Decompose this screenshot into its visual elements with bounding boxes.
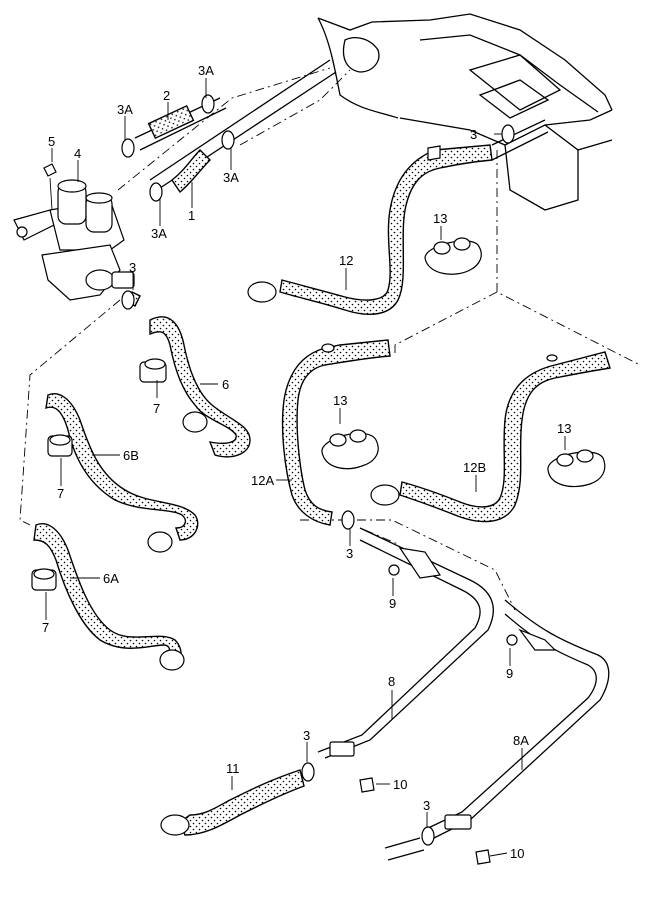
heater-valve-assembly — [13, 163, 135, 301]
hose-6a — [31, 523, 185, 671]
hose-12b — [370, 351, 611, 523]
callout-5: 5 — [48, 134, 55, 149]
callout-3-bottom: 3 — [423, 798, 430, 813]
callout-12a: 12A — [251, 473, 274, 488]
callout-3a-2: 3A — [117, 102, 133, 117]
callout-3-valve: 3 — [129, 260, 136, 275]
callout-labels: 1 2 3A 3A 3A 3A 3 3 3 3 3 4 5 6 6B 6A 7 … — [42, 63, 571, 861]
callout-7-2: 7 — [57, 486, 64, 501]
engine-block-outline — [317, 13, 613, 211]
callout-7-3: 7 — [42, 620, 49, 635]
hose-12a — [281, 339, 391, 530]
callout-3-mid: 3 — [346, 546, 353, 561]
hose-6 — [123, 291, 251, 458]
callout-6b: 6B — [123, 448, 139, 463]
callout-10-1: 10 — [393, 777, 407, 792]
clamps-3a — [121, 94, 235, 202]
pipe-8a — [384, 599, 610, 861]
callout-2: 2 — [163, 88, 170, 103]
callout-1: 1 — [188, 208, 195, 223]
pipe-8 — [317, 527, 494, 759]
hose-6b — [45, 393, 199, 553]
callout-8: 8 — [388, 674, 395, 689]
callout-10-2: 10 — [510, 846, 524, 861]
callout-6a: 6A — [103, 571, 119, 586]
callout-12: 12 — [339, 253, 353, 268]
hose-12 — [247, 119, 549, 316]
fasteners — [121, 290, 518, 865]
callout-3-top: 3 — [470, 127, 477, 142]
callout-3a-4: 3A — [151, 226, 167, 241]
hose-11 — [160, 762, 315, 836]
callout-13-3: 13 — [557, 421, 571, 436]
callout-13-2: 13 — [333, 393, 347, 408]
callout-8a: 8A — [513, 733, 529, 748]
callout-12b: 12B — [463, 460, 486, 475]
grommets-13 — [321, 237, 606, 488]
callout-6: 6 — [222, 377, 229, 392]
callout-3a-3: 3A — [223, 170, 239, 185]
callout-11: 11 — [226, 761, 240, 776]
callout-4: 4 — [74, 146, 81, 161]
callout-3-low: 3 — [303, 728, 310, 743]
callout-13-1: 13 — [433, 211, 447, 226]
hose-1 — [149, 59, 337, 194]
callout-3a-1: 3A — [198, 63, 214, 78]
callout-9-2: 9 — [506, 666, 513, 681]
callout-7-1: 7 — [153, 401, 160, 416]
callout-9-1: 9 — [389, 596, 396, 611]
leader-lines — [45, 78, 566, 857]
